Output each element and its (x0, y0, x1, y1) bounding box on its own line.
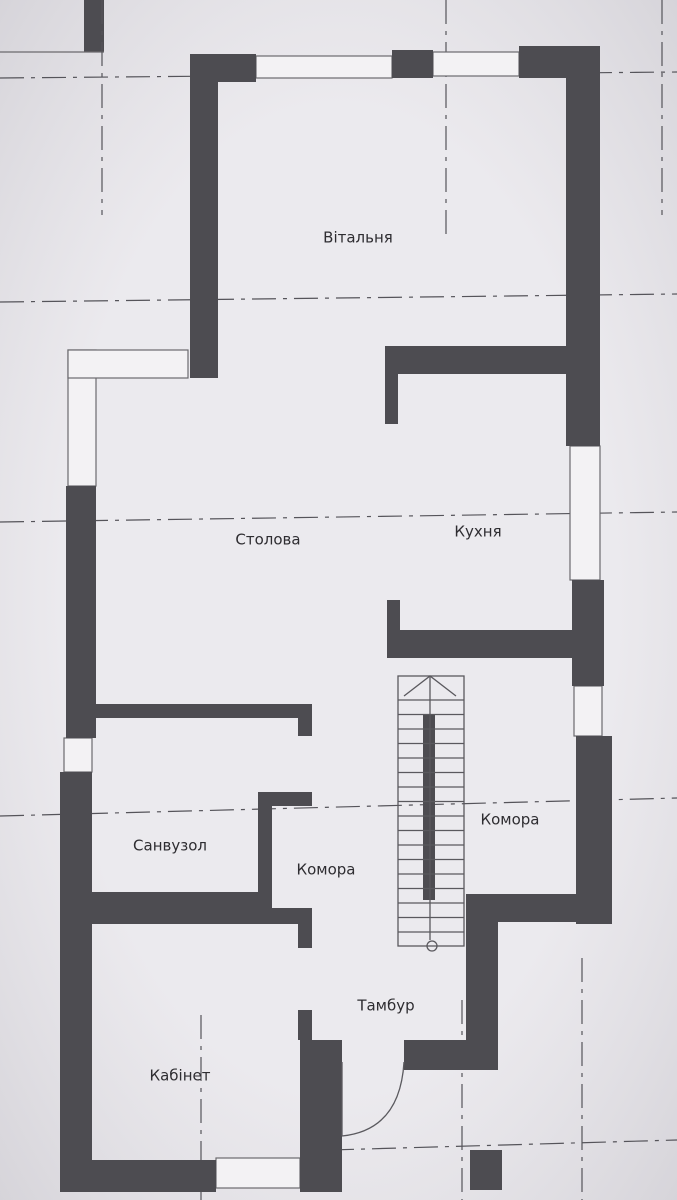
room-label-study: Кабінет (149, 1067, 210, 1085)
room-labels: Вітальня Столова Кухня Комора Санвузол К… (133, 229, 539, 1085)
axis-horizontal-2 (0, 293, 677, 303)
door-swing-arc (341, 1061, 405, 1137)
wall-study-top (90, 908, 312, 924)
axis-horizontal-3 (0, 511, 677, 523)
axis-horizontal-4 (0, 797, 677, 817)
windows (63, 51, 603, 1189)
stair-arrow-head (403, 675, 457, 697)
wall-bath-top-stub (298, 704, 312, 736)
room-label-dining-room: Столова (235, 531, 300, 549)
window-top-1 (255, 55, 393, 79)
wall-kitchen-top (385, 346, 570, 374)
neighbor-wall (84, 0, 104, 52)
wall-right-lower (576, 736, 612, 924)
room-label-pantry-right: Комора (480, 811, 539, 829)
window-top-2 (432, 51, 520, 77)
wall-left-upper (66, 486, 96, 738)
stair-start-mark (426, 940, 438, 952)
wall-bottom-right-fragment (470, 1150, 502, 1190)
wall-living-left (190, 54, 218, 378)
staircase (397, 675, 465, 952)
wall-left-lower (60, 772, 92, 1192)
window-bottom (215, 1157, 301, 1189)
wall-kitchen-bottom (387, 630, 575, 658)
wall-study-right-stub (298, 1010, 312, 1040)
window-left-top (67, 349, 189, 379)
room-label-kitchen: Кухня (454, 523, 501, 541)
wall-living-right (566, 46, 600, 446)
stair-treads (398, 699, 464, 933)
wall-right-mid (572, 580, 604, 686)
wall-kitchen-top-stub (385, 346, 398, 424)
entrance-door (341, 1061, 405, 1137)
room-label-vestibule: Тамбур (356, 997, 414, 1015)
window-left-bath (63, 737, 93, 773)
room-label-living-room: Вітальня (323, 229, 393, 247)
walls (60, 46, 612, 1192)
wall-bottom-mid (300, 1160, 332, 1192)
wall-bath-top (92, 704, 312, 718)
wall-bath-right (258, 792, 272, 902)
axis-horizontal-5 (329, 1139, 677, 1151)
wall-bath-right-top (258, 792, 312, 806)
wall-top-mid (392, 50, 433, 78)
window-right-small (573, 685, 603, 737)
window-right-kitchen (569, 445, 601, 581)
room-label-bathroom: Санвузол (133, 837, 207, 855)
wall-stair-core (423, 714, 435, 900)
wall-bottom-left (60, 1160, 216, 1192)
wall-kitchen-bottom-stub (387, 600, 400, 658)
wall-vestibule-door-jamb (404, 1040, 498, 1070)
wall-study-top-stub (298, 908, 312, 948)
room-label-pantry-center: Комора (296, 861, 355, 879)
